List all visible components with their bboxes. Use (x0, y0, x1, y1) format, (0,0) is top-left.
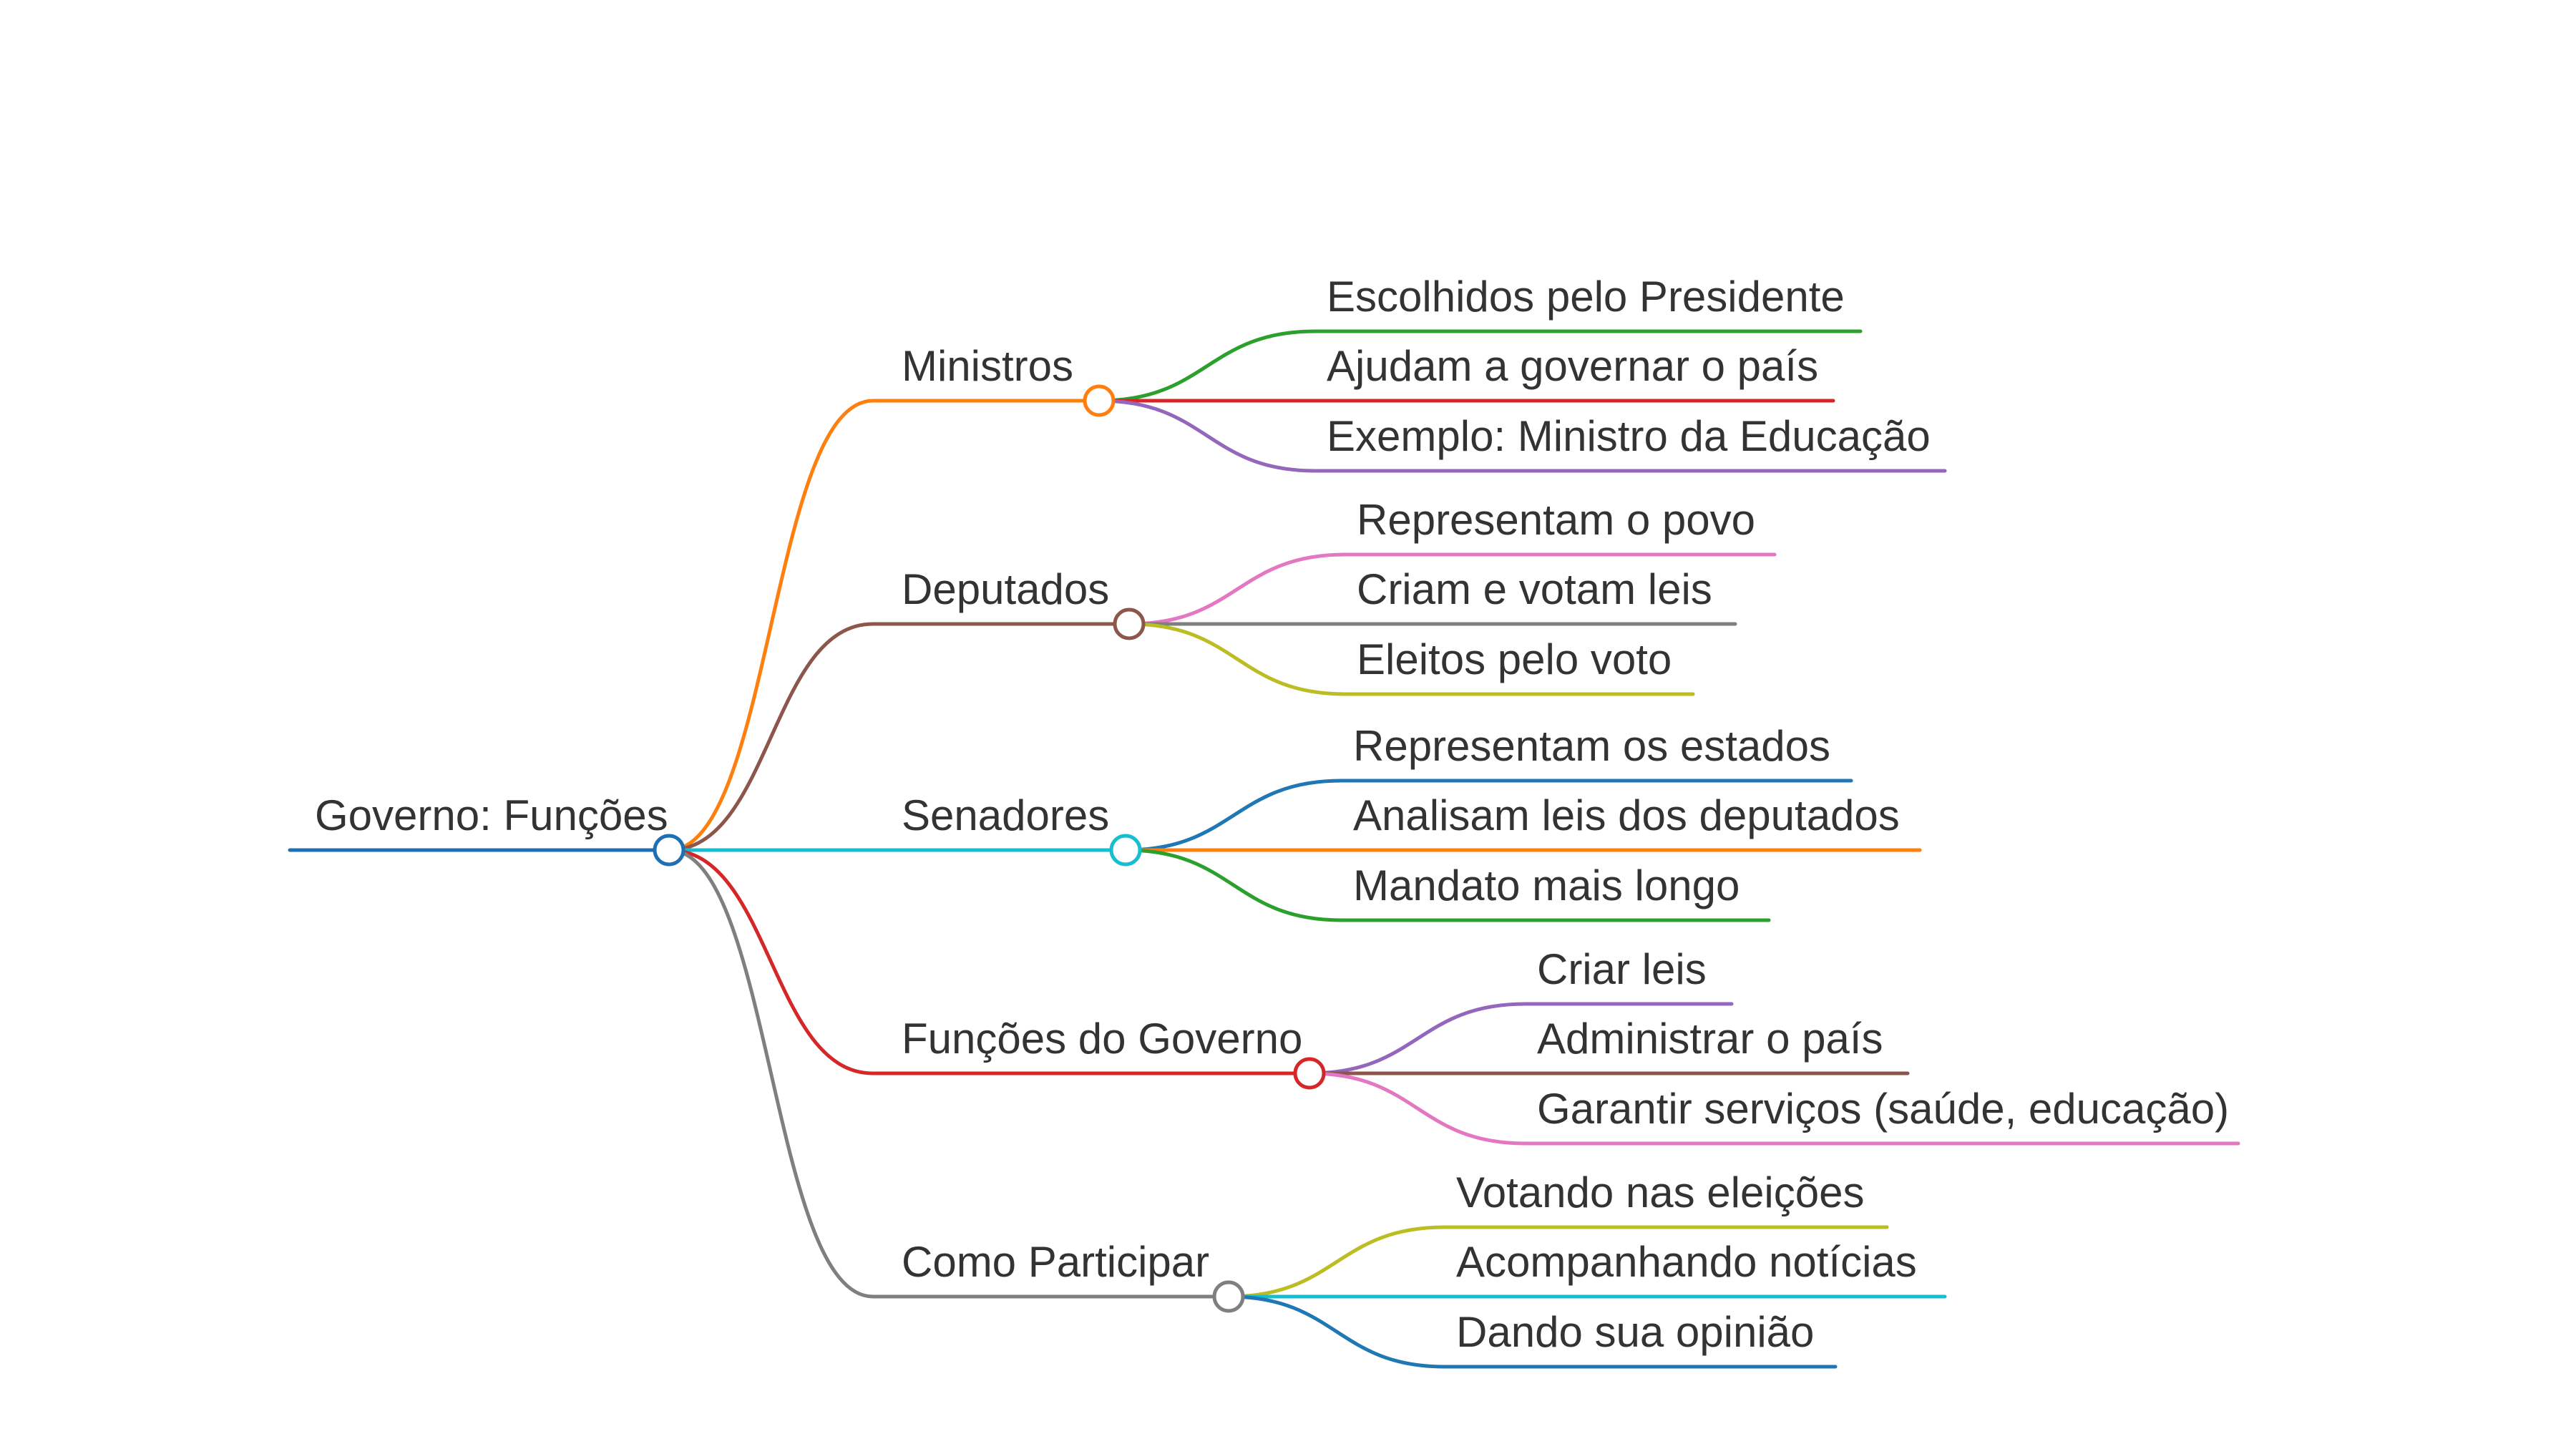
branch-connector (667, 622, 875, 852)
child-connector (1097, 329, 1317, 403)
branch-connector (667, 399, 875, 852)
branch-node-circle[interactable] (1293, 1057, 1326, 1090)
child-label: Acompanhando notícias (1456, 1238, 1917, 1286)
child-connector (1307, 1002, 1528, 1075)
child-label: Representam o povo (1357, 496, 1755, 544)
nodes (653, 384, 1326, 1313)
child-label: Representam os estados (1353, 722, 1830, 770)
child-connector (1123, 848, 1344, 922)
child-label: Criam e votam leis (1357, 565, 1712, 613)
branch-node-circle[interactable] (1113, 608, 1146, 640)
branch-connector (667, 848, 875, 1075)
child-connector (1127, 552, 1347, 626)
labels: Governo: Funções Ministros Escolhidos pelo… (315, 273, 2229, 1356)
child-label: Mandato mais longo (1353, 862, 1740, 909)
child-connector (1226, 1294, 1447, 1369)
branch-label: Funções do Governo (902, 1015, 1302, 1063)
branch-label: Senadores (902, 791, 1109, 839)
branch-label: Como Participar (902, 1238, 1209, 1286)
child-label: Ajudam a governar o país (1327, 342, 1818, 390)
branch-node-circle[interactable] (1083, 384, 1116, 417)
child-label: Eleitos pelo voto (1357, 635, 1672, 683)
root-label: Governo: Funções (315, 791, 668, 839)
child-label: Analisam leis dos deputados (1353, 791, 1900, 839)
child-label: Votando nas eleições (1456, 1169, 1864, 1216)
child-connector (1127, 622, 1347, 696)
child-label: Dando sua opinião (1456, 1308, 1814, 1356)
child-connector (1097, 399, 1317, 473)
child-connector (1226, 1225, 1447, 1299)
child-label: Administrar o país (1537, 1015, 1883, 1063)
connector-lines (288, 329, 2240, 1369)
root-node-circle[interactable] (653, 834, 686, 867)
child-label: Garantir serviços (saúde, educação) (1537, 1085, 2229, 1133)
child-label: Criar leis (1537, 945, 1707, 993)
child-connector (1123, 779, 1344, 852)
branch-connector (667, 848, 875, 1299)
child-label: Exemplo: Ministro da Educação (1327, 412, 1931, 460)
child-label: Escolhidos pelo Presidente (1327, 273, 1845, 321)
branch-node-circle[interactable] (1212, 1280, 1245, 1313)
branch-label: Deputados (902, 565, 1109, 613)
child-connector (1307, 1071, 1528, 1146)
branch-label: Ministros (902, 342, 1073, 390)
branch-node-circle[interactable] (1109, 834, 1142, 867)
